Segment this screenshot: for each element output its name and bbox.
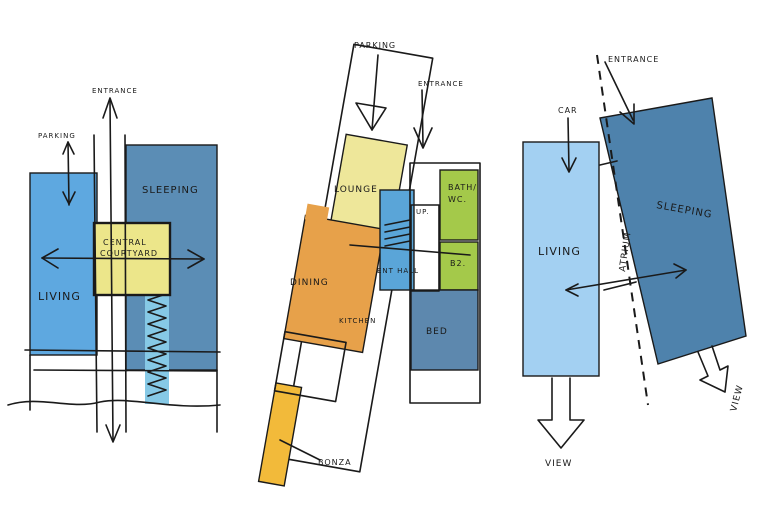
scheme-2: PARKING ENTRANCE LOUNGE DINING KITCHEN U… — [257, 41, 481, 487]
scheme-1: ENTRANCE PARKING SLEEPING CENTRAL COURTY… — [7, 87, 221, 443]
scheme3-entrance-label: ENTRANCE — [608, 55, 659, 64]
entrance-corridor-right — [124, 134, 127, 433]
scheme1-entrance-label: ENTRANCE — [92, 87, 138, 95]
parking-axis-2 — [371, 54, 379, 131]
dining-block — [282, 214, 386, 354]
parking-axis — [67, 141, 70, 206]
bath-block — [439, 169, 479, 241]
entrance-axis-line — [109, 99, 114, 441]
scheme1-living-label: LIVING — [38, 290, 81, 303]
parking-arrow-up — [62, 141, 75, 155]
scheme1-courtyard-label-2: COURTYARD — [100, 249, 158, 258]
living-block-3 — [522, 141, 600, 377]
scheme1-courtyard-label-1: CENTRAL — [103, 238, 147, 247]
cross-axis-3 — [565, 269, 687, 291]
garden-area — [273, 330, 347, 403]
bonza-leader — [279, 439, 321, 461]
scheme3-car-label: CAR — [558, 106, 578, 115]
scheme2-entrance-hall-label: ENT HALL — [377, 267, 419, 275]
scheme2-bed2-label: B2. — [450, 259, 466, 268]
parking-arrow-2 — [355, 102, 387, 131]
cross-arrow-right — [187, 249, 205, 269]
entrance-axis-2 — [421, 89, 424, 146]
entrance-arrow-down — [105, 424, 121, 443]
scheme3-view-label-1: VIEW — [545, 459, 572, 469]
view-arrow-1 — [537, 377, 585, 449]
hall-up-block — [410, 204, 440, 292]
scheme3-view-label-2: VIEW — [729, 384, 746, 413]
stair-zigzag — [147, 287, 167, 397]
view-arrow-2 — [697, 345, 729, 393]
scheme2-entrance-label: ENTRANCE — [418, 80, 464, 88]
cross-arrow-left — [41, 248, 59, 269]
scheme2-wc-label: WC. — [448, 195, 467, 204]
east-wing-outline — [409, 162, 481, 404]
scheme1-parking-label: PARKING — [38, 132, 76, 140]
scheme2-kitchen-label: KITCHEN — [339, 317, 376, 325]
scheme2-up-label: UP. — [416, 208, 429, 216]
scheme2-bonza-label: BONZA — [318, 458, 352, 467]
living-block — [29, 172, 98, 356]
scheme3-living-label: LIVING — [538, 245, 581, 258]
entrance-arrow-3 — [619, 103, 635, 125]
ground-line-1 — [24, 349, 221, 353]
entrance-arrow-up — [102, 97, 118, 119]
bed2-block — [439, 241, 479, 291]
sleeping-block-3 — [599, 97, 747, 365]
cross-arrow-3-right — [673, 263, 687, 279]
cross-axis — [41, 257, 205, 260]
scheme1-sleeping-label: SLEEPING — [142, 185, 199, 196]
car-arrow — [561, 157, 577, 173]
scheme2-parking-label: PARKING — [354, 41, 396, 50]
scheme2-dining-label: DINING — [290, 278, 329, 288]
scheme2-bed-label: BED — [426, 327, 448, 337]
bonza-block — [257, 382, 303, 487]
bed-block — [410, 289, 479, 371]
ground-line-3 — [7, 399, 221, 407]
atrium-dashed-line — [596, 54, 649, 406]
entrance-arrow-2 — [413, 127, 433, 149]
scheme-3: ENTRANCE CAR LIVING ATRIUM SLEEPING VIEW… — [522, 54, 747, 469]
entrance-hall-block — [379, 189, 415, 291]
stair-lines — [384, 219, 411, 247]
car-axis — [567, 117, 570, 171]
scheme2-bath-label: BATH/ — [448, 183, 477, 192]
atrium-line-1 — [599, 160, 618, 166]
scheme2-lounge-label: LOUNGE — [334, 185, 378, 195]
atrium-line-2 — [603, 281, 637, 291]
corridor-line-2 — [349, 244, 471, 256]
cross-arrow-3-left — [565, 283, 579, 297]
entrance-axis-3 — [604, 61, 634, 121]
ground-line-2 — [33, 369, 217, 372]
dining-orange-tab — [304, 203, 330, 224]
entrance-corridor-left — [93, 134, 98, 433]
parking-arrow-down — [62, 191, 76, 205]
